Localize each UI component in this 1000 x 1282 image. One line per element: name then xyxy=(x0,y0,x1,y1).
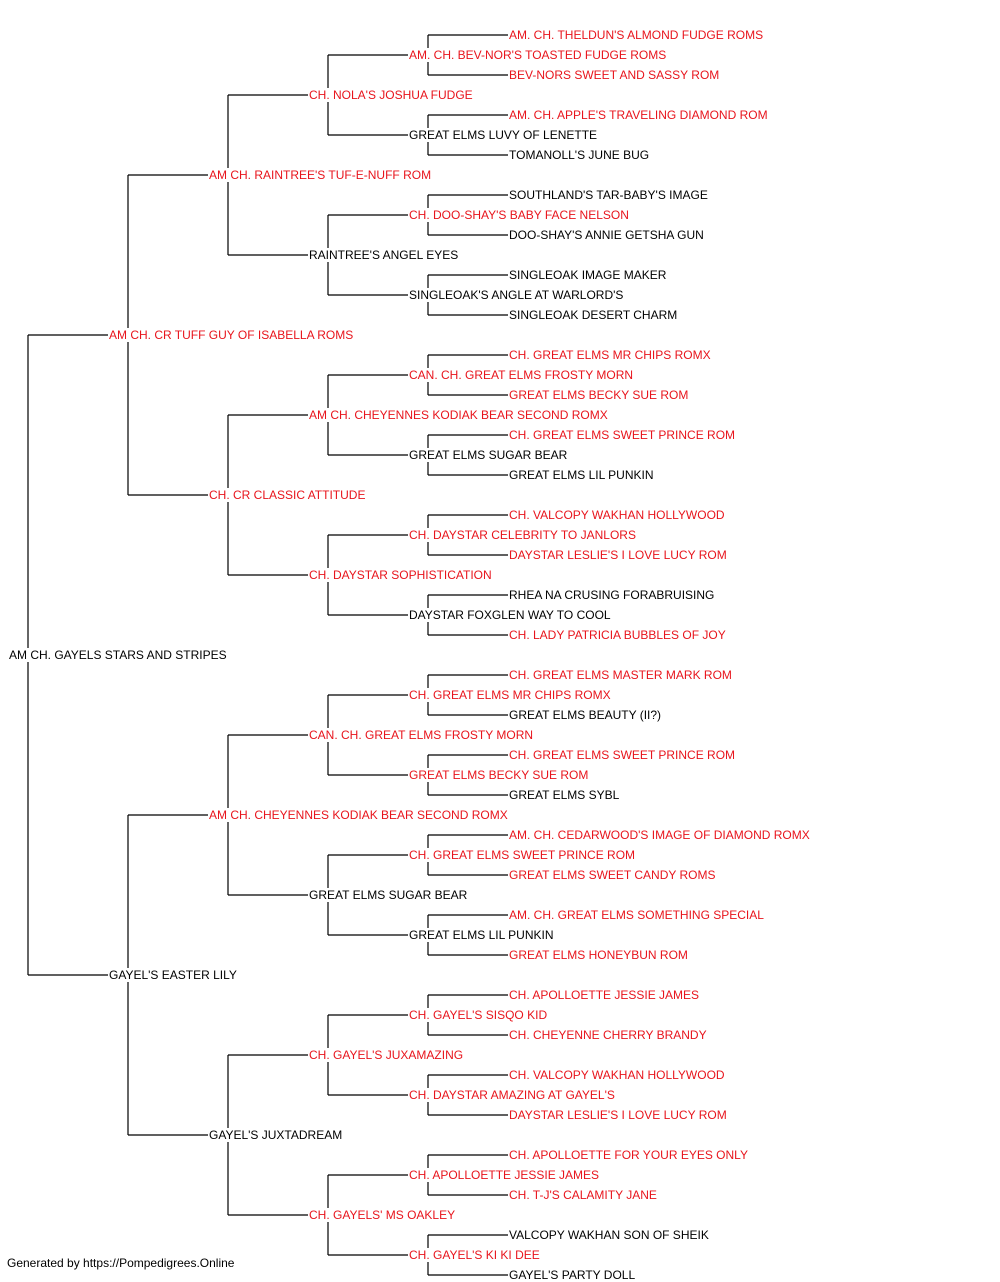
dog-name-gen5: VALCOPY WAKHAN SON OF SHEIK xyxy=(508,1228,710,1242)
dog-name-gen5: CH. GREAT ELMS MR CHIPS ROMX xyxy=(508,348,712,362)
dog-name-gen5: SINGLEOAK IMAGE MAKER xyxy=(508,268,668,282)
dog-name-gen5: DAYSTAR LESLIE'S I LOVE LUCY ROM xyxy=(508,548,728,562)
dog-name-gen4: CH. APOLLOETTE JESSIE JAMES xyxy=(408,1168,601,1182)
dog-name-gen5: SOUTHLAND'S TAR-BABY'S IMAGE xyxy=(508,188,709,202)
dog-name-gen5: AM. CH. CEDARWOOD'S IMAGE OF DIAMOND ROM… xyxy=(508,828,811,842)
dog-name-gen4: GREAT ELMS LUVY OF LENETTE xyxy=(408,128,599,142)
dog-name-gen4: CH. DOO-SHAY'S BABY FACE NELSON xyxy=(408,208,630,222)
dog-name-gen5: CH. GREAT ELMS MASTER MARK ROM xyxy=(508,668,733,682)
dog-name-gen4: CAN. CH. GREAT ELMS FROSTY MORN xyxy=(408,368,635,382)
dog-name-gen5: GREAT ELMS LIL PUNKIN xyxy=(508,468,655,482)
dog-name-gen5: DOO-SHAY'S ANNIE GETSHA GUN xyxy=(508,228,705,242)
dog-name-gen4: CH. GREAT ELMS MR CHIPS ROMX xyxy=(408,688,612,702)
dog-name-gen4: SINGLEOAK'S ANGLE AT WARLORD'S xyxy=(408,288,625,302)
footer-credit: Generated by https://Pompedigrees.Online xyxy=(7,1256,235,1270)
dog-name-gen5: TOMANOLL'S JUNE BUG xyxy=(508,148,651,162)
dog-name-gen5: AM. CH. THELDUN'S ALMOND FUDGE ROMS xyxy=(508,28,765,42)
dog-name-gen1: GAYEL'S EASTER LILY xyxy=(108,968,238,982)
dog-name-gen4: GREAT ELMS BECKY SUE ROM xyxy=(408,768,590,782)
dog-name-gen3: RAINTREE'S ANGEL EYES xyxy=(308,248,460,262)
dog-name-gen2: GAYEL'S JUXTADREAM xyxy=(208,1128,344,1142)
dog-name-gen5: DAYSTAR LESLIE'S I LOVE LUCY ROM xyxy=(508,1108,728,1122)
dog-name-gen5: CH. CHEYENNE CHERRY BRANDY xyxy=(508,1028,708,1042)
dog-name-gen3: CH. GAYEL'S JUXAMAZING xyxy=(308,1048,465,1062)
dog-name-gen5: CH. VALCOPY WAKHAN HOLLYWOOD xyxy=(508,508,726,522)
dog-name-gen5: GREAT ELMS SYBL xyxy=(508,788,621,802)
dog-name-gen4: AM. CH. BEV-NOR'S TOASTED FUDGE ROMS xyxy=(408,48,668,62)
dog-name-gen5: CH. APOLLOETTE JESSIE JAMES xyxy=(508,988,701,1002)
dog-name-gen5: CH. GREAT ELMS SWEET PRINCE ROM xyxy=(508,748,737,762)
dog-name-gen4: DAYSTAR FOXGLEN WAY TO COOL xyxy=(408,608,612,622)
dog-name-gen5: AM. CH. GREAT ELMS SOMETHING SPECIAL xyxy=(508,908,765,922)
dog-name-gen2: CH. CR CLASSIC ATTITUDE xyxy=(208,488,367,502)
dog-name-gen4: CH. GAYEL'S KI KI DEE xyxy=(408,1248,541,1262)
dog-name-gen0: AM CH. GAYELS STARS AND STRIPES xyxy=(8,648,228,662)
dog-name-gen4: CH. GREAT ELMS SWEET PRINCE ROM xyxy=(408,848,637,862)
dog-name-gen4: CH. GAYEL'S SISQO KID xyxy=(408,1008,549,1022)
dog-name-gen3: GREAT ELMS SUGAR BEAR xyxy=(308,888,469,902)
dog-name-gen3: CH. GAYELS' MS OAKLEY xyxy=(308,1208,457,1222)
dog-name-gen5: CH. GREAT ELMS SWEET PRINCE ROM xyxy=(508,428,737,442)
dog-name-gen5: AM. CH. APPLE'S TRAVELING DIAMOND ROM xyxy=(508,108,769,122)
dog-name-gen5: SINGLEOAK DESERT CHARM xyxy=(508,308,679,322)
dog-name-gen4: CH. DAYSTAR CELEBRITY TO JANLORS xyxy=(408,528,637,542)
dog-name-gen4: GREAT ELMS SUGAR BEAR xyxy=(408,448,569,462)
dog-name-gen2: AM CH. CHEYENNES KODIAK BEAR SECOND ROMX xyxy=(208,808,509,822)
dog-name-gen3: CH. NOLA'S JOSHUA FUDGE xyxy=(308,88,474,102)
dog-name-gen5: BEV-NORS SWEET AND SASSY ROM xyxy=(508,68,721,82)
dog-name-gen5: CH. LADY PATRICIA BUBBLES OF JOY xyxy=(508,628,727,642)
dog-name-gen4: CH. DAYSTAR AMAZING AT GAYEL'S xyxy=(408,1088,616,1102)
dog-name-gen5: GAYEL'S PARTY DOLL xyxy=(508,1268,637,1282)
dog-name-gen5: GREAT ELMS BEAUTY (II?) xyxy=(508,708,663,722)
dog-name-gen4: GREAT ELMS LIL PUNKIN xyxy=(408,928,555,942)
dog-name-gen1: AM CH. CR TUFF GUY OF ISABELLA ROMS xyxy=(108,328,355,342)
dog-name-gen5: CH. APOLLOETTE FOR YOUR EYES ONLY xyxy=(508,1148,749,1162)
dog-name-gen5: GREAT ELMS SWEET CANDY ROMS xyxy=(508,868,717,882)
dog-name-gen5: RHEA NA CRUSING FORABRUISING xyxy=(508,588,716,602)
dog-name-gen3: CAN. CH. GREAT ELMS FROSTY MORN xyxy=(308,728,535,742)
dog-name-gen5: GREAT ELMS BECKY SUE ROM xyxy=(508,388,690,402)
dog-name-gen5: CH. T-J'S CALAMITY JANE xyxy=(508,1188,658,1202)
dog-name-gen3: AM CH. CHEYENNES KODIAK BEAR SECOND ROMX xyxy=(308,408,609,422)
dog-name-gen5: GREAT ELMS HONEYBUN ROM xyxy=(508,948,689,962)
dog-name-gen2: AM CH. RAINTREE'S TUF-E-NUFF ROM xyxy=(208,168,433,182)
dog-name-gen5: CH. VALCOPY WAKHAN HOLLYWOOD xyxy=(508,1068,726,1082)
dog-name-gen3: CH. DAYSTAR SOPHISTICATION xyxy=(308,568,493,582)
